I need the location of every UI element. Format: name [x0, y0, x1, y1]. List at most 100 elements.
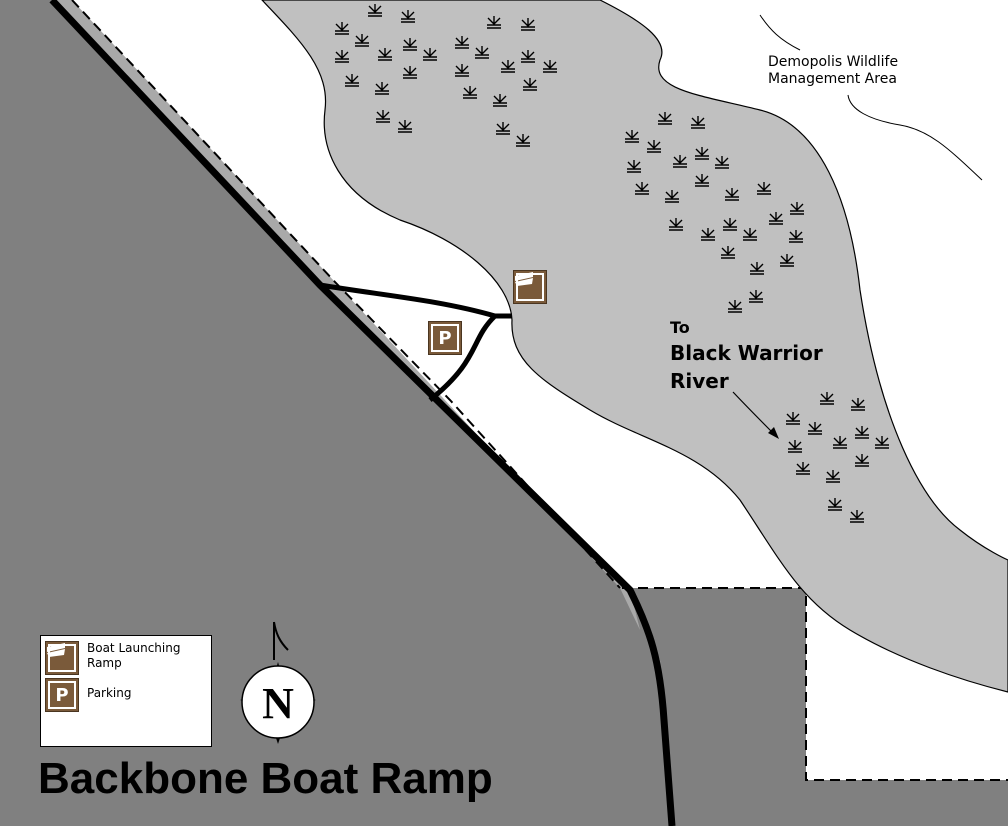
marsh-symbol-icon: [335, 22, 349, 35]
river-label: Black Warrior River: [670, 339, 823, 395]
marsh-symbol-icon: [401, 10, 415, 23]
legend-parking-icon: P: [45, 678, 79, 712]
legend-boat-ramp-line1: Boat Launching: [87, 641, 181, 655]
marsh-symbol-icon: [543, 60, 557, 73]
marsh-symbol-icon: [826, 470, 840, 483]
marsh-symbol-icon: [521, 50, 535, 63]
marsh-symbol-icon: [368, 4, 382, 17]
marsh-symbol-icon: [487, 16, 501, 29]
marsh-symbol-icon: [851, 398, 865, 411]
legend-boat-icon: [47, 643, 65, 657]
marsh-symbol-icon: [423, 48, 437, 61]
legend-row-boat-ramp: Boat Launching Ramp: [45, 641, 180, 675]
marsh-symbol-icon: [635, 182, 649, 195]
legend-parking-letter: P: [48, 681, 76, 709]
marsh-symbol-icon: [378, 48, 392, 61]
boat-launch-icon: [513, 270, 547, 304]
marsh-symbol-icon: [786, 412, 800, 425]
marsh-symbol-icon: [769, 212, 783, 225]
river-line2: River: [670, 369, 729, 393]
marsh-symbol-icon: [403, 66, 417, 79]
legend-boat-ramp-text: Boat Launching Ramp: [87, 641, 180, 671]
parking-icon: P: [428, 321, 462, 355]
marsh-symbol-icon: [516, 134, 530, 147]
marsh-symbol-icon: [789, 230, 803, 243]
marsh-symbol-icon: [475, 46, 489, 59]
marsh-symbol-icon: [715, 156, 729, 169]
marsh-symbol-icon: [723, 218, 737, 231]
marsh-symbol-icon: [780, 254, 794, 267]
marsh-symbol-icon: [376, 110, 390, 123]
dark-land-southeast: [622, 588, 1008, 826]
marsh-symbol-icon: [335, 50, 349, 63]
marsh-symbol-icon: [627, 160, 641, 173]
marsh-symbol-icon: [496, 122, 510, 135]
access-road: [319, 282, 512, 402]
north-arrow-icon: N: [236, 620, 320, 745]
marsh-symbol-icon: [521, 18, 535, 31]
marsh-symbol-icon: [493, 94, 507, 107]
marsh-symbol-icon: [743, 228, 757, 241]
river-marsh-area: [261, 0, 1008, 693]
parking-map-symbol[interactable]: P: [428, 321, 462, 355]
marsh-symbol-icon: [375, 82, 389, 95]
wildlife-area-line2: Management Area: [768, 71, 897, 87]
highway: [49, 0, 676, 826]
marsh-symbols: [335, 4, 889, 523]
marsh-symbol-icon: [855, 454, 869, 467]
boundary-dashed-parcel: [622, 587, 1008, 781]
marsh-symbol-icon: [455, 36, 469, 49]
marsh-symbol-icon: [750, 262, 764, 275]
boat-launch-map-symbol[interactable]: [513, 270, 547, 304]
marsh-symbol-icon: [691, 116, 705, 129]
marsh-symbol-icon: [808, 422, 822, 435]
marsh-symbol-icon: [721, 246, 735, 259]
wildlife-boundary-line: [759, 14, 983, 181]
marsh-symbol-icon: [855, 426, 869, 439]
marsh-symbol-icon: [725, 188, 739, 201]
wildlife-area-line1: Demopolis Wildlife: [768, 54, 899, 70]
compass-letter: N: [262, 679, 294, 728]
marsh-symbol-icon: [833, 436, 847, 449]
wildlife-area-label: Demopolis Wildlife Management Area: [768, 54, 898, 88]
marsh-symbol-icon: [875, 436, 889, 449]
marsh-symbol-icon: [398, 120, 412, 133]
marsh-symbol-icon: [355, 34, 369, 47]
marsh-symbol-icon: [403, 38, 417, 51]
marsh-symbol-icon: [695, 174, 709, 187]
marsh-symbol-icon: [749, 290, 763, 303]
dark-land-west: [0, 0, 672, 826]
legend-row-parking: P Parking: [45, 678, 132, 712]
marsh-symbol-icon: [665, 190, 679, 203]
marsh-symbol-icon: [673, 155, 687, 168]
map-title: Backbone Boat Ramp: [38, 754, 493, 803]
legend-boat-ramp-line2: Ramp: [87, 656, 122, 670]
marsh-symbol-icon: [501, 60, 515, 73]
marsh-symbol-icon: [790, 202, 804, 215]
marsh-symbol-icon: [757, 182, 771, 195]
boat-icon: [515, 272, 533, 286]
marsh-symbol-icon: [455, 64, 469, 77]
marsh-symbol-icon: [669, 218, 683, 231]
legend-boat-launch-icon: [45, 641, 79, 675]
marsh-symbol-icon: [523, 78, 537, 91]
marsh-symbol-icon: [625, 130, 639, 143]
marsh-symbol-icon: [345, 74, 359, 87]
legend-parking-text: Parking: [87, 686, 132, 700]
marsh-symbol-icon: [728, 300, 742, 313]
marsh-symbol-icon: [820, 392, 834, 405]
marsh-symbol-icon: [695, 147, 709, 160]
marsh-symbol-icon: [701, 228, 715, 241]
compass-graphic: N: [240, 621, 316, 744]
marsh-symbol-icon: [796, 462, 810, 475]
river-arrowhead: [768, 427, 779, 439]
marsh-symbol-icon: [658, 112, 672, 125]
to-label: To: [670, 318, 690, 337]
marsh-symbol-icon: [463, 86, 477, 99]
marsh-symbol-icon: [788, 440, 802, 453]
legend: Boat Launching Ramp P Parking: [40, 635, 212, 747]
marsh-symbol-icon: [647, 140, 661, 153]
river-line1: Black Warrior: [670, 341, 823, 365]
